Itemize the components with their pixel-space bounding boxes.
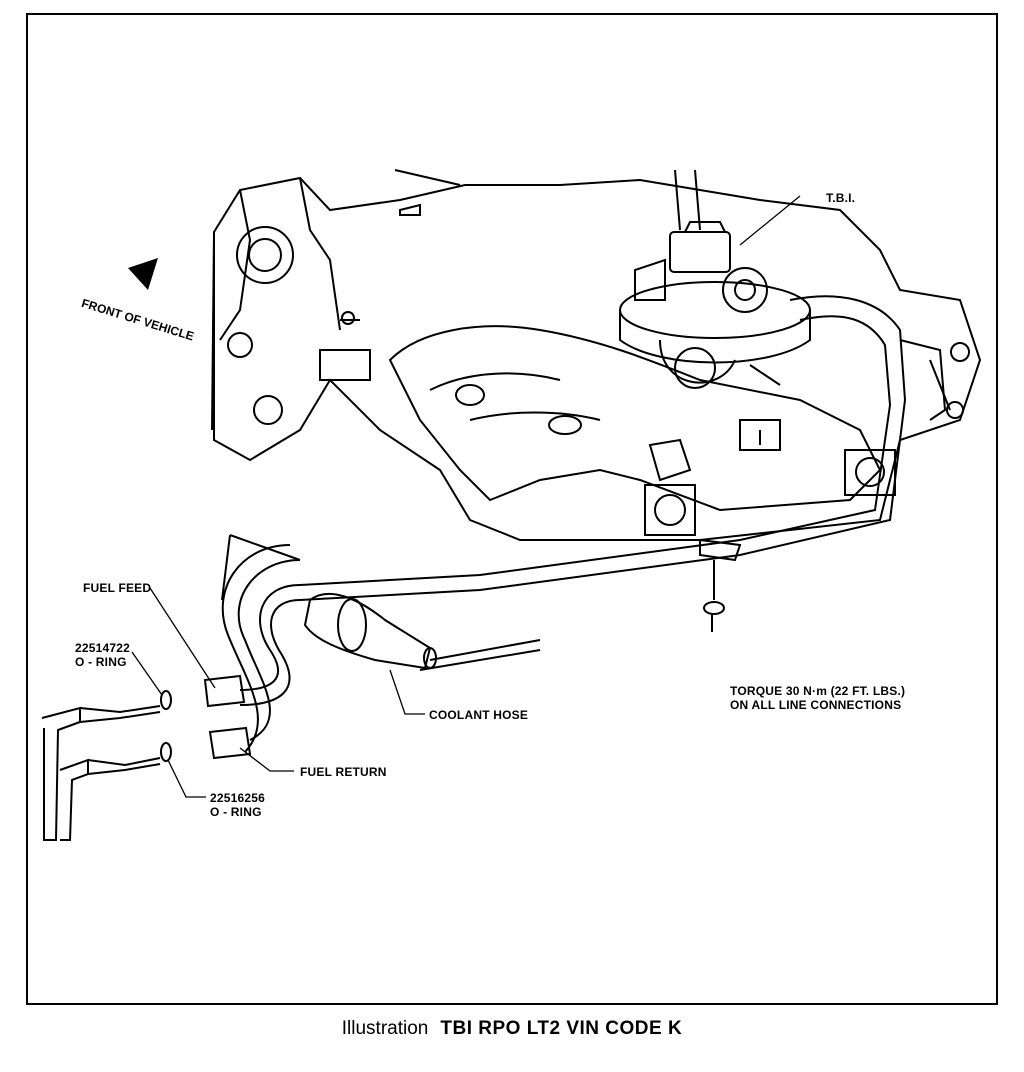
coolant-hose-shape xyxy=(303,592,541,671)
intake-manifold xyxy=(388,325,896,536)
oring-feed-label: O - RING xyxy=(75,655,127,669)
leader-lines xyxy=(131,195,801,798)
fuel-lines-engine xyxy=(299,295,970,601)
diagram-border xyxy=(26,13,998,1005)
tbi-unit xyxy=(619,169,811,389)
oring-return-part-number: 22516256 xyxy=(210,791,265,805)
fuel-hoses xyxy=(221,534,301,753)
front-direction-arrow xyxy=(128,258,158,290)
caption-title: TBI RPO LT2 VIN CODE K xyxy=(440,1018,683,1039)
engine-block xyxy=(211,169,982,541)
oring-feed-part-number: 22514722 xyxy=(75,641,130,655)
line-fittings xyxy=(41,674,252,841)
fuel-feed-label: FUEL FEED xyxy=(83,581,152,595)
tbi-label: T.B.I. xyxy=(826,191,856,205)
fuel-return-label: FUEL RETURN xyxy=(300,765,387,779)
torque-spec-line1: TORQUE 30 N·m (22 FT. LBS.) xyxy=(730,684,906,698)
figure-caption: Illustration TBI RPO LT2 VIN CODE K xyxy=(0,1018,1024,1040)
coolant-hose-label: COOLANT HOSE xyxy=(429,708,529,722)
bracket-bolt xyxy=(699,538,742,632)
oring-return-label: O - RING xyxy=(210,805,262,819)
caption-prefix: Illustration xyxy=(341,1018,429,1039)
torque-spec-line2: ON ALL LINE CONNECTIONS xyxy=(730,698,902,712)
